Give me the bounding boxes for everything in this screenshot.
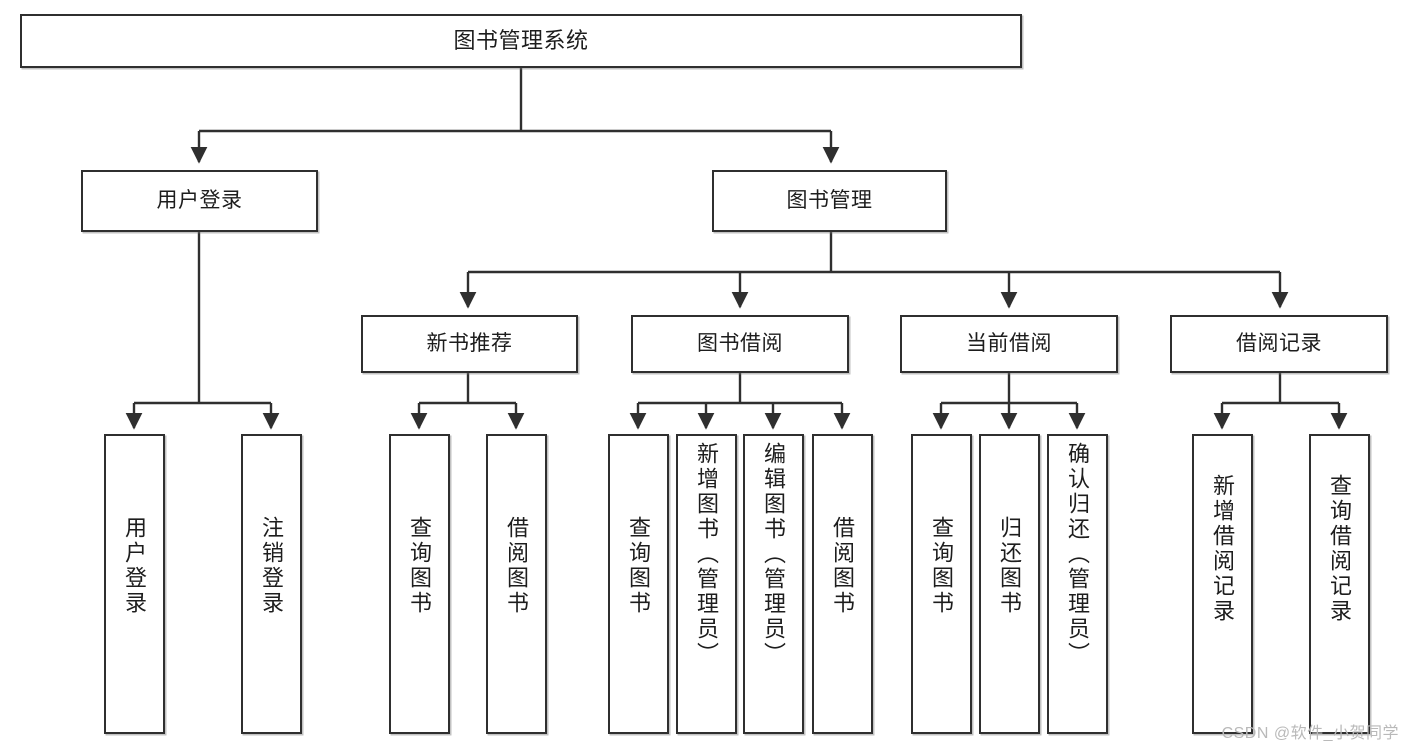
node-leaf-query-book-1-label: 查询图书 (407, 516, 433, 616)
node-leaf-logout-label: 注销登录 (259, 516, 285, 616)
node-leaf-borrow-book-1[interactable]: 借阅图书 (486, 434, 547, 734)
node-leaf-logout[interactable]: 注销登录 (241, 434, 302, 734)
node-leaf-query-book-2[interactable]: 查询图书 (608, 434, 669, 734)
node-current-borrow-label: 当前借阅 (966, 331, 1052, 355)
node-leaf-query-book-2-label: 查询图书 (626, 516, 652, 616)
node-new-book-recommend[interactable]: 新书推荐 (361, 315, 578, 373)
node-user-login[interactable]: 用户登录 (81, 170, 318, 232)
node-book-manage-label: 图书管理 (786, 188, 873, 212)
node-leaf-confirm-return[interactable]: 确认归还（管理员） (1047, 434, 1108, 734)
node-leaf-confirm-return-label: 确认归还（管理员） (1065, 442, 1091, 667)
node-leaf-add-record[interactable]: 新增借阅记录 (1192, 434, 1253, 734)
node-root-label: 图书管理系统 (453, 28, 589, 54)
node-leaf-borrow-book-1-label: 借阅图书 (504, 516, 530, 616)
node-leaf-query-book-3[interactable]: 查询图书 (911, 434, 972, 734)
node-leaf-edit-book-label: 编辑图书（管理员） (761, 442, 787, 667)
node-book-borrow-label: 图书借阅 (697, 331, 783, 355)
node-new-book-recommend-label: 新书推荐 (426, 331, 513, 355)
node-leaf-borrow-book-2-label: 借阅图书 (830, 516, 856, 616)
node-leaf-query-record[interactable]: 查询借阅记录 (1309, 434, 1370, 734)
node-user-login-label: 用户登录 (156, 188, 243, 212)
node-leaf-user-login[interactable]: 用户登录 (104, 434, 165, 734)
node-book-manage[interactable]: 图书管理 (712, 170, 947, 232)
node-leaf-query-book-1[interactable]: 查询图书 (389, 434, 450, 734)
node-borrow-record-label: 借阅记录 (1236, 331, 1322, 355)
node-leaf-return-book-label: 归还图书 (997, 516, 1023, 616)
node-leaf-add-record-label: 新增借阅记录 (1210, 474, 1236, 624)
node-leaf-add-book[interactable]: 新增图书（管理员） (676, 434, 737, 734)
node-leaf-user-login-label: 用户登录 (122, 516, 148, 616)
node-leaf-query-book-3-label: 查询图书 (929, 516, 955, 616)
node-book-borrow[interactable]: 图书借阅 (631, 315, 849, 373)
node-leaf-add-book-label: 新增图书（管理员） (694, 442, 720, 667)
node-leaf-edit-book[interactable]: 编辑图书（管理员） (743, 434, 804, 734)
node-leaf-borrow-book-2[interactable]: 借阅图书 (812, 434, 873, 734)
node-leaf-return-book[interactable]: 归还图书 (979, 434, 1040, 734)
node-current-borrow[interactable]: 当前借阅 (900, 315, 1118, 373)
node-leaf-query-record-label: 查询借阅记录 (1327, 474, 1353, 624)
node-root[interactable]: 图书管理系统 (20, 14, 1022, 68)
node-borrow-record[interactable]: 借阅记录 (1170, 315, 1388, 373)
